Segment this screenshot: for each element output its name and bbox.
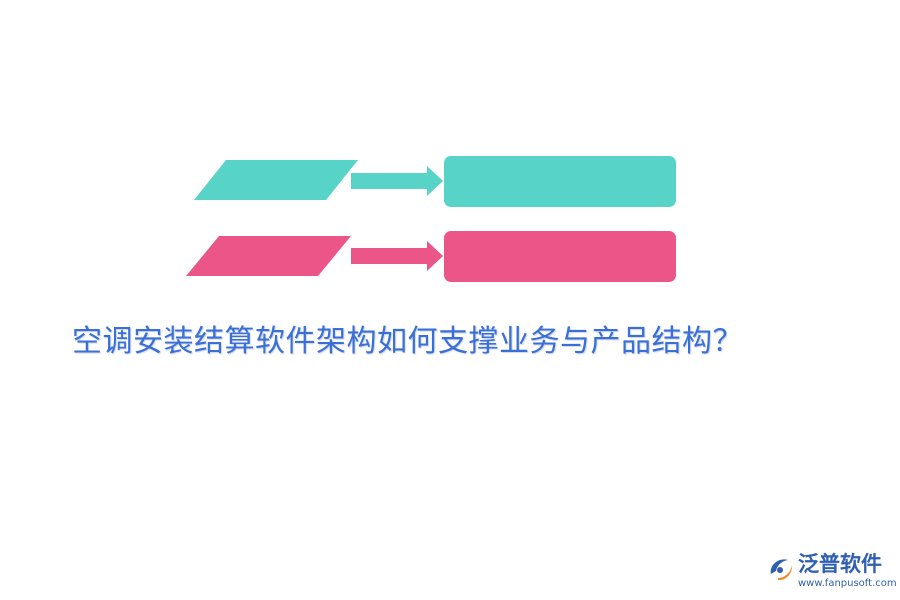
box-1 — [444, 156, 676, 207]
flow-row-1 — [194, 156, 676, 207]
parallelogram-1 — [194, 160, 358, 200]
box-2 — [444, 231, 676, 282]
fanpu-logo-icon — [770, 559, 793, 581]
arrow-1 — [351, 166, 443, 196]
arrow-2 — [351, 241, 443, 271]
flow-row-2 — [186, 231, 676, 282]
brand-name: 泛普软件 — [798, 552, 882, 576]
parallelogram-2 — [186, 236, 351, 276]
headline: 空调安装结算软件架构如何支撑业务与产品结构？ — [72, 324, 743, 359]
brand-url[interactable]: www.fanpusoft.com — [798, 578, 897, 589]
brand-logo-block[interactable]: 泛普软件 www.fanpusoft.com — [766, 548, 897, 594]
